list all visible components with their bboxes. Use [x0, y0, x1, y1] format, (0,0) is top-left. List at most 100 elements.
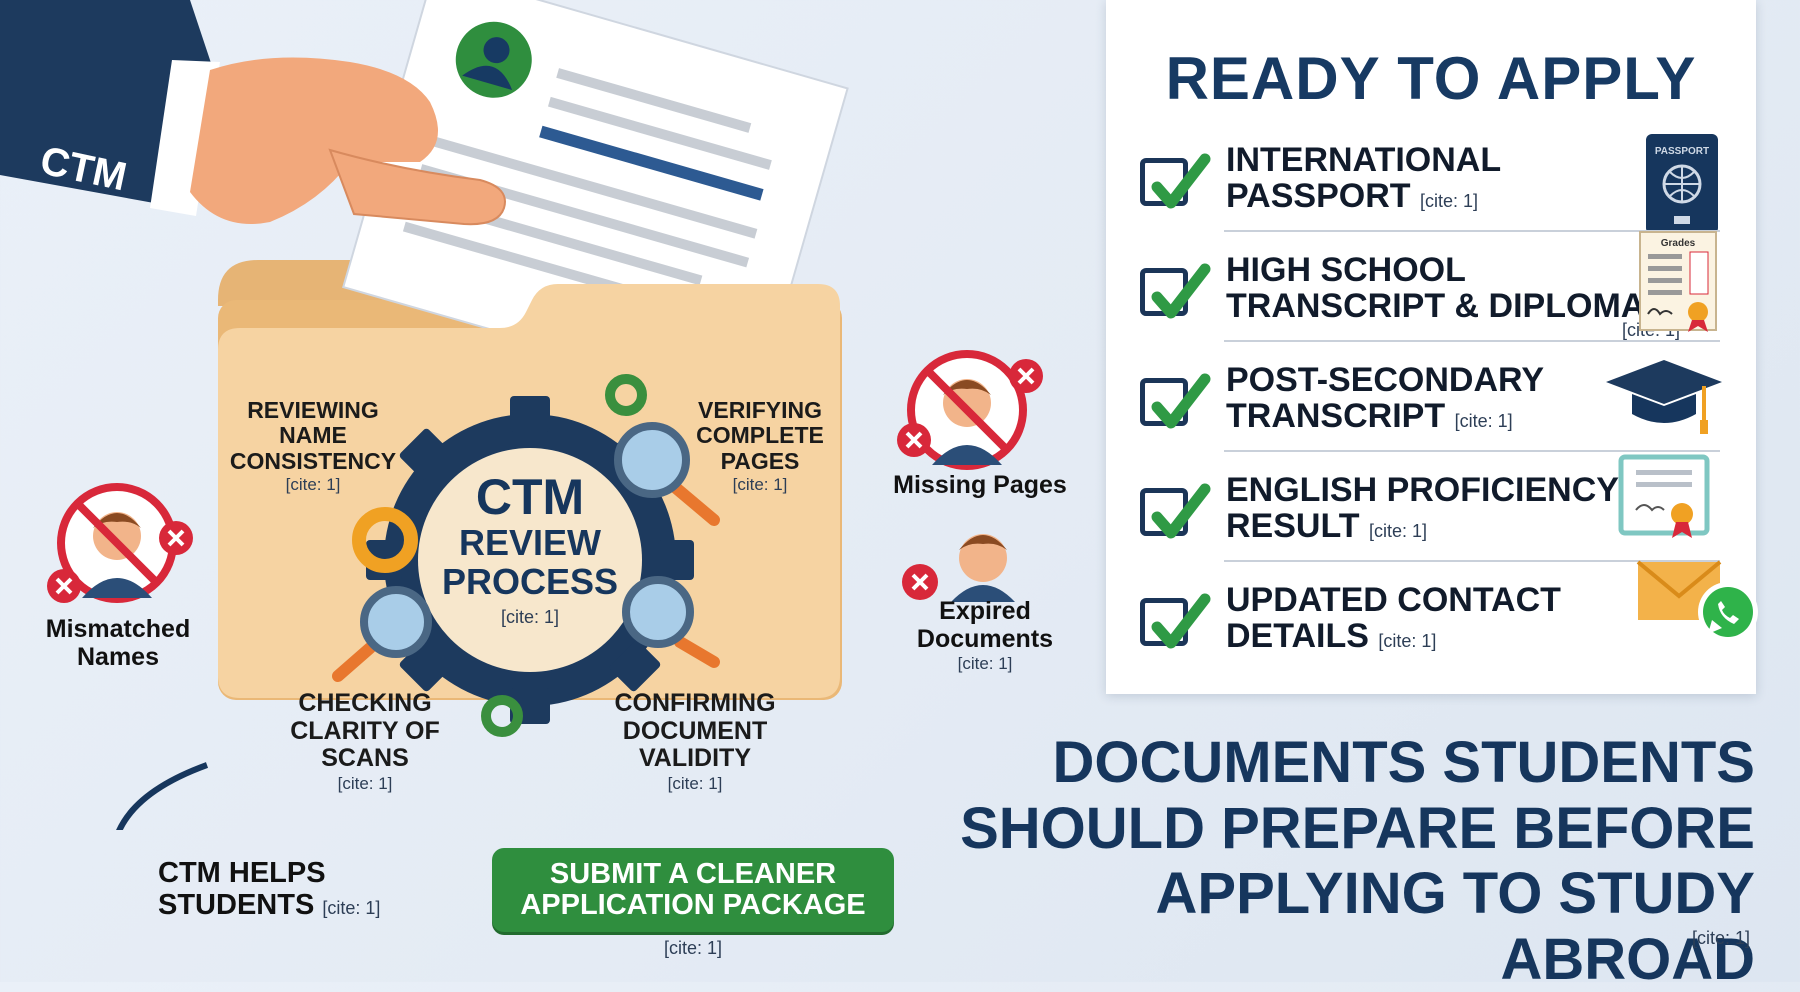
magnifier-icons: [332, 422, 720, 682]
item-line: TRANSCRIPT & DIPLOMA: [1226, 287, 1646, 326]
issue-missing-pages: Missing Pages: [880, 471, 1080, 500]
issue-mismatched-names: Mismatched Names: [38, 615, 198, 671]
certificate-icon: [1618, 454, 1710, 538]
button-line-1: SUBMIT A CLEANER: [549, 857, 837, 890]
checklist-item-passport: INTERNATIONAL PASSPORT [cite: 1] PASSPOR…: [1140, 122, 1720, 234]
checkbox[interactable]: [1140, 263, 1211, 319]
item-line: ENGLISH PROFICIENCY: [1226, 471, 1619, 509]
step-cite: [cite: 1]: [285, 474, 341, 494]
step-complete-pages: VERIFYING COMPLETE PAGES [cite: 1]: [680, 397, 840, 495]
item-line: DETAILS [cite: 1]: [1226, 618, 1561, 654]
step-line: VERIFYING: [698, 397, 822, 423]
step-line: NAME: [279, 422, 347, 449]
heading-line-3: APPLYING TO STUDY ABROAD: [1155, 861, 1755, 992]
step-line: CONSISTENCY: [229, 447, 397, 474]
divider: [1224, 340, 1720, 342]
step-document-validity: CONFIRMING DOCUMENT VALIDITY [cite: 1]: [600, 689, 790, 793]
issue-cite: [cite: 1]: [957, 654, 1013, 673]
step-cite: [cite: 1]: [337, 773, 393, 793]
hand-document-illustration: [0, 0, 849, 830]
review-cite: [cite: 1]: [500, 606, 560, 627]
item-cite: [cite: 1]: [1454, 411, 1513, 432]
checkmark-icon: [1151, 483, 1211, 539]
item-line: POST-SECONDARY: [1226, 361, 1545, 399]
helps-line-1: CTM HELPS: [158, 857, 326, 889]
ctm-helps-students: CTM HELPS STUDENTS [cite: 1]: [158, 857, 381, 922]
checkbox[interactable]: [1140, 593, 1211, 649]
issue-line: Expired: [939, 597, 1031, 625]
divider: [1224, 560, 1720, 562]
checklist-item-high-school: HIGH SCHOOL TRANSCRIPT & DIPLOMA [cite: …: [1140, 231, 1720, 342]
divider: [1224, 230, 1720, 232]
passport-text: PASSPORT: [1655, 146, 1709, 157]
step-line: PAGES: [720, 447, 800, 474]
item-line: PASSPORT [cite: 1]: [1226, 178, 1501, 214]
step-line: VALIDITY: [638, 744, 752, 772]
graduation-cap-icon: [1606, 360, 1722, 434]
step-line: CONFIRMING: [614, 689, 776, 717]
heading-line-1: DOCUMENTS STUDENTS: [1052, 730, 1755, 795]
step-line: CLARITY OF: [290, 716, 440, 745]
passport-icon: PASSPORT: [1646, 134, 1718, 234]
divider: [1224, 450, 1720, 452]
checkmark-icon: [1151, 593, 1211, 649]
checklist-item-english-proficiency: ENGLISH PROFICIENCY RESULT [cite: 1]: [1140, 452, 1720, 562]
item-cite: [cite: 1]: [1378, 631, 1437, 652]
checkbox[interactable]: [1140, 373, 1211, 429]
item-label: HIGH SCHOOL TRANSCRIPT & DIPLOMA: [1226, 252, 1645, 324]
item-label: UPDATED CONTACT DETAILS [cite: 1]: [1226, 582, 1561, 654]
item-line-text: PASSPORT: [1226, 177, 1411, 216]
step-clarity-scans: CHECKING CLARITY OF SCANS [cite: 1]: [280, 689, 450, 793]
main-heading: DOCUMENTS STUDENTS SHOULD PREPARE BEFORE…: [900, 730, 1755, 992]
step-cite: [cite: 1]: [667, 773, 723, 793]
heading-line-2: SHOULD PREPARE BEFORE: [960, 795, 1755, 861]
heading-cite: [cite: 1]: [1691, 928, 1750, 948]
missing-pages-icon: [897, 350, 1043, 470]
panel-title: READY TO APPLY: [1165, 45, 1697, 112]
checkbox[interactable]: [1140, 483, 1211, 539]
item-label: ENGLISH PROFICIENCY RESULT [cite: 1]: [1226, 472, 1619, 544]
helps-line-2: STUDENTS [cite: 1]: [158, 888, 381, 922]
review-title-line-1: CTM: [475, 469, 585, 525]
transcript-icon: Grades: [1639, 231, 1717, 332]
helps-cite: [cite: 1]: [322, 897, 381, 918]
mismatched-names-icon: [47, 483, 193, 603]
expired-documents-icon: [902, 534, 1015, 602]
issue-expired-documents: Expired Documents [cite: 1]: [900, 597, 1070, 674]
issue-line: Documents: [916, 624, 1054, 653]
item-label: POST-SECONDARY TRANSCRIPT [cite: 1]: [1226, 362, 1544, 434]
ready-to-apply-panel: READY TO APPLY INTERNATIONAL PASSPORT [c…: [1106, 0, 1758, 694]
helps-line-2-text: STUDENTS: [158, 888, 315, 921]
checkmark-icon: [1151, 263, 1211, 319]
step-line: COMPLETE: [696, 422, 824, 449]
step-cite: [cite: 1]: [732, 474, 788, 494]
item-line-text: DETAILS: [1226, 617, 1369, 656]
issue-line: Names: [77, 642, 159, 671]
item-cite: [cite: 1]: [1419, 191, 1478, 212]
issue-line: Missing Pages: [893, 471, 1067, 499]
step-line: SCANS: [321, 744, 409, 772]
item-line-text: TRANSCRIPT: [1226, 397, 1446, 436]
checkmark-icon: [1151, 153, 1211, 209]
button-line-2: APPLICATION PACKAGE: [520, 889, 866, 921]
step-name-consistency: REVIEWING NAME CONSISTENCY [cite: 1]: [228, 397, 398, 495]
item-cite: [cite: 1]: [1368, 521, 1427, 542]
checkbox[interactable]: [1140, 153, 1211, 209]
item-line: TRANSCRIPT [cite: 1]: [1226, 398, 1544, 434]
item-line: RESULT [cite: 1]: [1226, 508, 1619, 544]
issue-line: Mismatched: [45, 615, 191, 643]
button-cite: [cite: 1]: [663, 938, 723, 958]
step-line: DOCUMENT: [622, 716, 768, 745]
review-title-line-2: REVIEW: [458, 522, 601, 563]
checklist-item-contact-details: UPDATED CONTACT DETAILS [cite: 1]: [1140, 560, 1758, 672]
checkmark-icon: [1151, 373, 1211, 429]
step-line: CHECKING: [298, 689, 432, 717]
submit-cleaner-package-button[interactable]: SUBMIT A CLEANER APPLICATION PACKAGE: [492, 848, 894, 932]
item-line: INTERNATIONAL: [1226, 141, 1502, 179]
transcript-text: Grades: [1661, 238, 1696, 249]
review-process-title: CTM REVIEW PROCESS [cite: 1]: [420, 470, 640, 627]
envelope-whatsapp-icon: [1636, 560, 1758, 642]
checklist-item-post-secondary: POST-SECONDARY TRANSCRIPT [cite: 1]: [1140, 342, 1722, 452]
item-label: INTERNATIONAL PASSPORT [cite: 1]: [1226, 142, 1501, 214]
step-line: REVIEWING: [247, 397, 379, 423]
